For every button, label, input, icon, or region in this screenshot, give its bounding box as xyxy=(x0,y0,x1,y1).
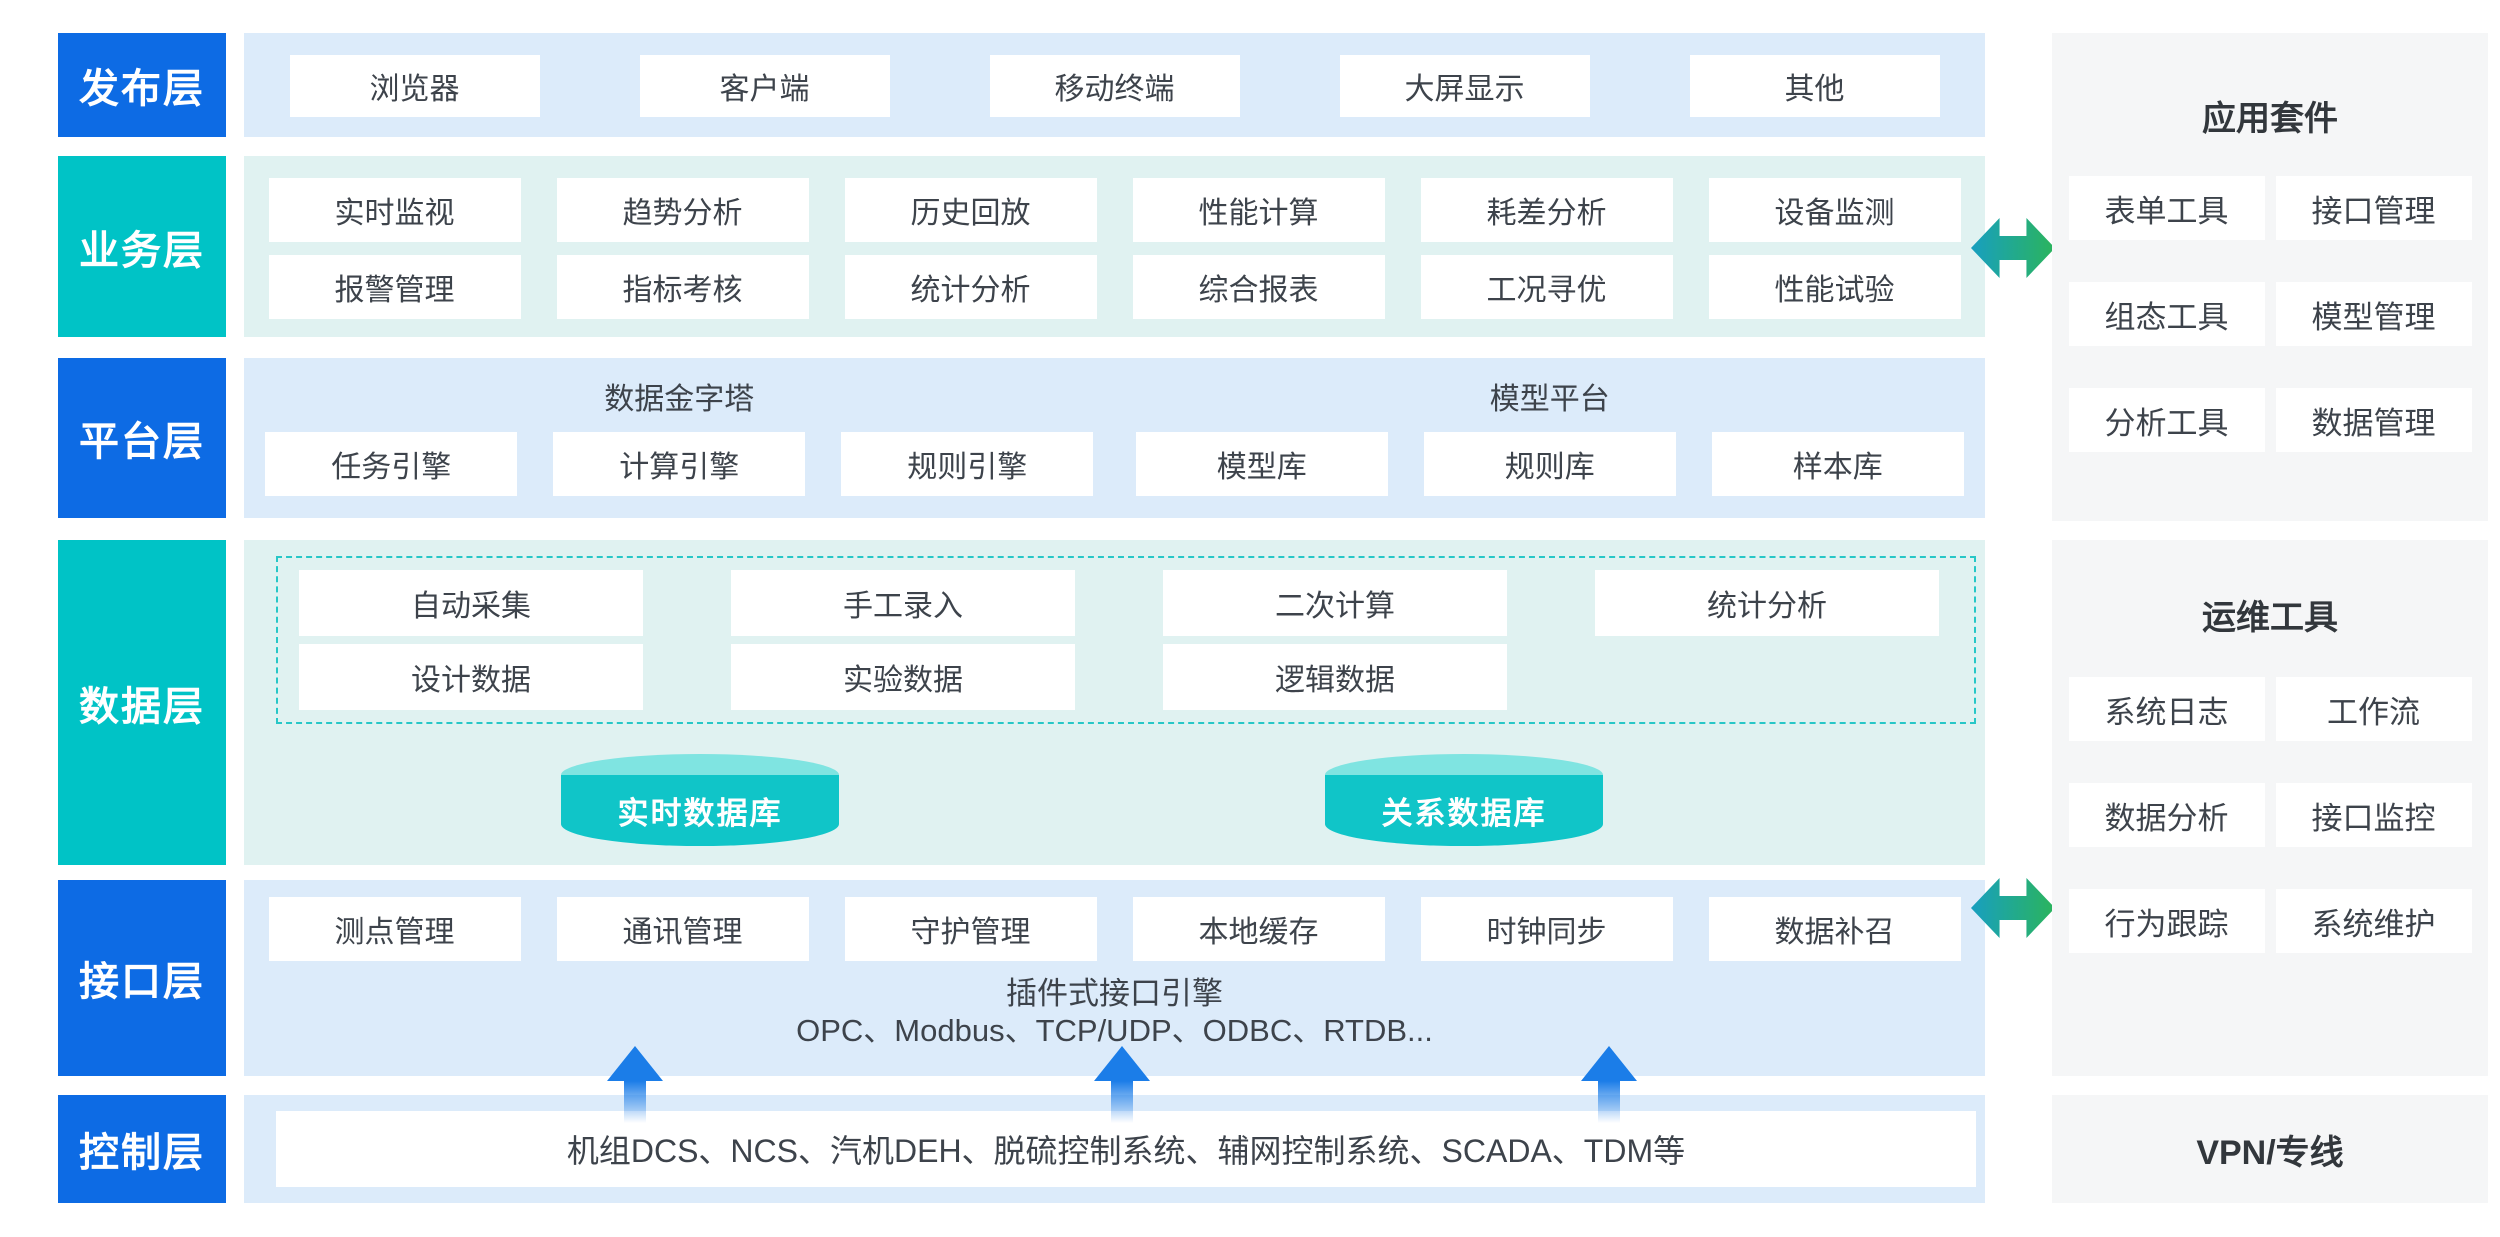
data-source-box: 实验数据 xyxy=(731,644,1075,710)
realtime-database-cylinder: 实时数据库 xyxy=(561,754,839,846)
app-suite-box: 数据管理 xyxy=(2275,388,2472,452)
business-layer-row: 业务层 实时监视趋势分析历史回放性能计算耗差分析设备监测 报警管理指标考核统计分… xyxy=(0,156,2500,337)
app-suite-title: 应用套件 xyxy=(2202,100,2338,138)
control-layer-label: 控制层 xyxy=(58,1095,226,1203)
platform-group1-title: 数据金字塔 xyxy=(604,383,755,416)
app-suite-box: 表单工具 xyxy=(2068,176,2265,240)
platform-item-box: 规则库 xyxy=(1423,432,1676,496)
up-arrow-icon xyxy=(607,1046,663,1126)
ops-tools-list: 系统日志工作流数据分析接口监控行为跟踪系统维护 xyxy=(2052,677,2488,953)
publish-item-box: 其他 xyxy=(1689,55,1940,117)
plugin-engine-title: 插件式接口引擎 xyxy=(1006,976,1223,1011)
data-layer-label: 数据层 xyxy=(58,540,226,865)
realtime-database-label: 实时数据库 xyxy=(561,775,839,846)
publish-item-list: 浏览器 客户端 移动终端 大屏显示 其他 xyxy=(244,33,1985,117)
app-suite-box: 模型管理 xyxy=(2275,282,2472,346)
app-suite-box: 接口管理 xyxy=(2275,176,2472,240)
relational-database-label: 关系数据库 xyxy=(1325,775,1603,846)
data-source-box: 统计分析 xyxy=(1595,570,1939,636)
panel-vpn: VPN/专线 xyxy=(2052,1095,2488,1203)
publish-item-box: 移动终端 xyxy=(989,55,1240,117)
platform-layer-band: 数据金字塔 模型平台 任务引擎计算引擎规则引擎 模型库规则库样本库 xyxy=(244,358,1985,518)
publish-item-box: 大屏显示 xyxy=(1339,55,1590,117)
interface-layer-label: 接口层 xyxy=(58,880,226,1076)
business-item-box: 性能计算 xyxy=(1132,178,1385,242)
platform-item-box: 规则引擎 xyxy=(841,432,1094,496)
platform-item-box: 样本库 xyxy=(1711,432,1964,496)
interface-item-box: 时钟同步 xyxy=(1420,897,1673,961)
data-layer-row: 数据层 自动采集 手工录入 二次计算 统计分析 设计数据 实验数据 逻辑数据 实时数据库 … xyxy=(0,540,2500,865)
publish-layer-row: 发布层 浏览器 客户端 移动终端 大屏显示 其他 xyxy=(0,33,2500,137)
data-sources-dashed-box: 自动采集 手工录入 二次计算 统计分析 设计数据 实验数据 逻辑数据 xyxy=(276,556,1976,724)
platform-group-headers: 数据金字塔 模型平台 xyxy=(244,358,1985,418)
plugin-engine-protocols: OPC、Modbus、TCP/UDP、ODBC、RTDB... xyxy=(796,1013,1433,1048)
business-item-box: 统计分析 xyxy=(844,255,1097,319)
ops-tool-box: 数据分析 xyxy=(2068,783,2265,847)
business-item-box: 耗差分析 xyxy=(1420,178,1673,242)
business-item-list-1: 实时监视趋势分析历史回放性能计算耗差分析设备监测 xyxy=(244,156,1985,242)
platform-group2-list: 模型库规则库样本库 xyxy=(1115,432,1986,496)
interface-layer-band: 测点管理通讯管理守护管理本地缓存时钟同步数据补召 插件式接口引擎 OPC、Mod… xyxy=(244,880,1985,1076)
data-sources-list-1: 自动采集 手工录入 二次计算 统计分析 xyxy=(299,570,1974,636)
interface-item-box: 守护管理 xyxy=(844,897,1097,961)
up-arrow-icon xyxy=(1094,1046,1150,1126)
interface-item-box: 本地缓存 xyxy=(1132,897,1385,961)
ops-tool-box: 接口监控 xyxy=(2275,783,2472,847)
ops-tools-title: 运维工具 xyxy=(2202,599,2338,637)
business-item-box: 报警管理 xyxy=(268,255,521,319)
business-item-box: 趋势分析 xyxy=(556,178,809,242)
ops-tool-box: 系统维护 xyxy=(2275,889,2472,953)
app-suite-box: 分析工具 xyxy=(2068,388,2265,452)
interface-item-box: 通讯管理 xyxy=(556,897,809,961)
interface-item-box: 测点管理 xyxy=(268,897,521,961)
ops-tool-box: 行为跟踪 xyxy=(2068,889,2265,953)
business-item-box: 历史回放 xyxy=(844,178,1097,242)
platform-item-box: 模型库 xyxy=(1135,432,1388,496)
ops-tool-box: 系统日志 xyxy=(2068,677,2265,741)
control-systems-box: 机组DCS、NCS、汽机DEH、脱硫控制系统、辅网控制系统、SCADA、TDM等 xyxy=(276,1111,1976,1187)
publish-item-box: 客户端 xyxy=(639,55,890,117)
business-layer-band: 实时监视趋势分析历史回放性能计算耗差分析设备监测 报警管理指标考核统计分析综合报… xyxy=(244,156,1985,337)
data-source-box: 二次计算 xyxy=(1163,570,1507,636)
interface-layer-row: 接口层 测点管理通讯管理守护管理本地缓存时钟同步数据补召 插件式接口引擎 OPC… xyxy=(0,880,2500,1076)
panel-app-suite: 应用套件 表单工具接口管理组态工具模型管理分析工具数据管理 xyxy=(2052,33,2488,521)
interface-item-list: 测点管理通讯管理守护管理本地缓存时钟同步数据补召 xyxy=(244,880,1985,961)
publish-layer-label: 发布层 xyxy=(58,33,226,137)
publish-item-box: 浏览器 xyxy=(289,55,540,117)
data-source-box: 设计数据 xyxy=(299,644,643,710)
platform-groups: 任务引擎计算引擎规则引擎 模型库规则库样本库 xyxy=(244,418,1985,496)
publish-layer-band: 浏览器 客户端 移动终端 大屏显示 其他 xyxy=(244,33,1985,137)
data-source-box: 手工录入 xyxy=(731,570,1075,636)
business-item-list-2: 报警管理指标考核统计分析综合报表工况寻优性能试验 xyxy=(244,242,1985,319)
platform-group2-title: 模型平台 xyxy=(1489,383,1610,416)
platform-item-box: 计算引擎 xyxy=(553,432,806,496)
platform-layer-row: 平台层 数据金字塔 模型平台 任务引擎计算引擎规则引擎 模型库规则库样本库 xyxy=(0,358,2500,518)
business-item-box: 综合报表 xyxy=(1132,255,1385,319)
panel-ops-tools: 运维工具 系统日志工作流数据分析接口监控行为跟踪系统维护 xyxy=(2052,540,2488,1076)
business-layer-label: 业务层 xyxy=(58,156,226,337)
platform-item-box: 任务引擎 xyxy=(265,432,518,496)
vpn-label: VPN/专线 xyxy=(2196,1133,2344,1172)
interface-item-box: 数据补召 xyxy=(1708,897,1961,961)
plugin-engine-text: 插件式接口引擎 OPC、Modbus、TCP/UDP、ODBC、RTDB... xyxy=(244,975,1985,1049)
ops-tool-box: 工作流 xyxy=(2275,677,2472,741)
up-arrow-icon xyxy=(1581,1046,1637,1126)
business-item-box: 性能试验 xyxy=(1708,255,1961,319)
business-item-box: 指标考核 xyxy=(556,255,809,319)
platform-group1-list: 任务引擎计算引擎规则引擎 xyxy=(244,432,1115,496)
data-layer-band: 自动采集 手工录入 二次计算 统计分析 设计数据 实验数据 逻辑数据 实时数据库 关系数据… xyxy=(244,540,1985,865)
business-item-box: 设备监测 xyxy=(1708,178,1961,242)
app-suite-box: 组态工具 xyxy=(2068,282,2265,346)
app-suite-list: 表单工具接口管理组态工具模型管理分析工具数据管理 xyxy=(2052,176,2488,452)
data-source-box: 自动采集 xyxy=(299,570,643,636)
data-sources-list-2: 设计数据 实验数据 逻辑数据 xyxy=(299,644,1974,710)
relational-database-cylinder: 关系数据库 xyxy=(1325,754,1603,846)
business-item-box: 实时监视 xyxy=(268,178,521,242)
business-item-box: 工况寻优 xyxy=(1420,255,1673,319)
data-source-box: 逻辑数据 xyxy=(1163,644,1507,710)
platform-layer-label: 平台层 xyxy=(58,358,226,518)
